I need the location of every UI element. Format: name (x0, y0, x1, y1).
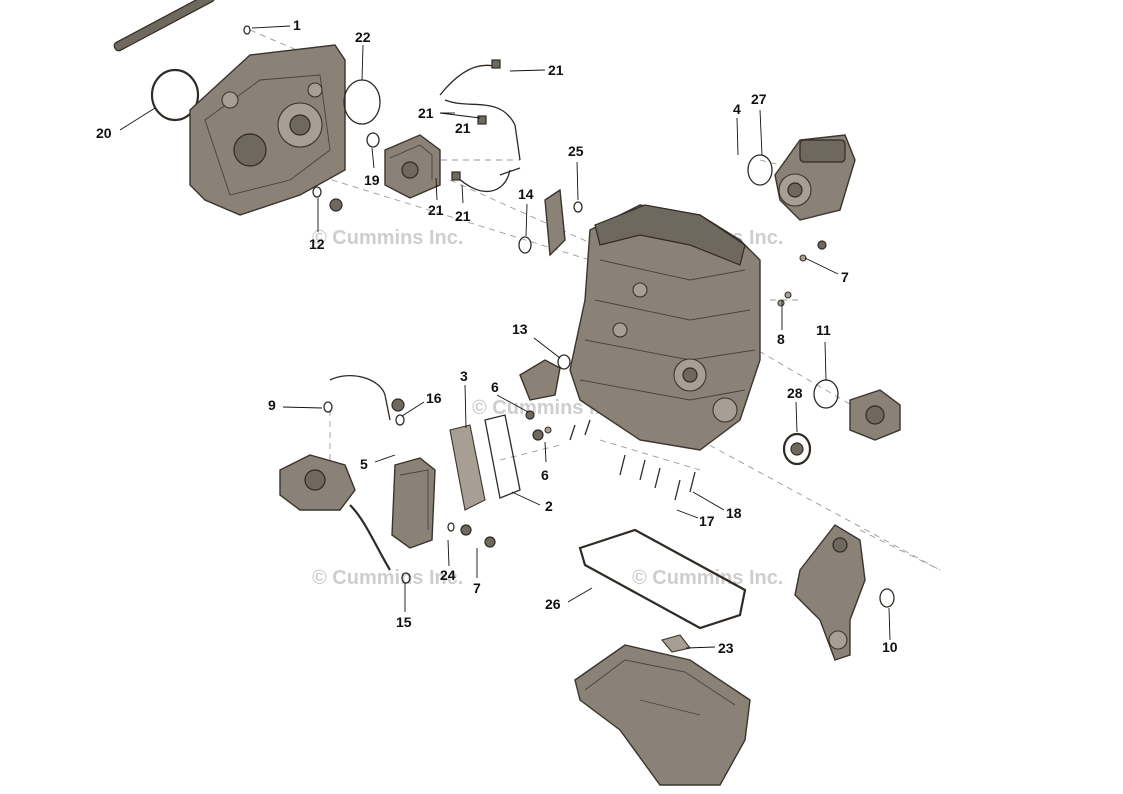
breather-bracket (518, 188, 583, 257)
callout-26: 26 (545, 596, 561, 612)
callout-10: 10 (882, 639, 898, 655)
callout-19: 19 (364, 172, 380, 188)
callout-15: 15 (396, 614, 412, 630)
callout-21: 21 (548, 62, 564, 78)
callout-7: 7 (841, 269, 849, 285)
callout-6: 6 (541, 467, 549, 483)
callout-2: 2 (545, 498, 553, 514)
housing-gasket-22 (343, 79, 381, 125)
front-bracket (794, 524, 895, 661)
callout-22: 22 (355, 29, 371, 45)
callout-14: 14 (518, 186, 534, 202)
small-fittings-right (777, 240, 827, 307)
leader-lines (119, 25, 891, 649)
callout-6: 6 (491, 379, 499, 395)
center-bracket (519, 354, 571, 441)
callout-5: 5 (360, 456, 368, 472)
callout-18: 18 (726, 505, 742, 521)
callout-7: 7 (473, 580, 481, 596)
callout-8: 8 (777, 331, 785, 347)
callout-4: 4 (733, 101, 741, 117)
oil-cooler-assembly (279, 375, 521, 584)
callout-1: 1 (293, 17, 301, 33)
watermark-5: © Cummins Inc. (632, 567, 783, 589)
callout-12: 12 (309, 236, 325, 252)
callout-3: 3 (460, 368, 468, 384)
callout-20: 20 (96, 125, 112, 141)
watermark-4: © Cummins Inc. (312, 567, 463, 589)
watermark-1: © Cummins Inc. (312, 227, 463, 249)
callout-21: 21 (428, 202, 444, 218)
callout-16: 16 (426, 390, 442, 406)
oil-pan (574, 634, 751, 786)
callout-27: 27 (751, 91, 767, 107)
oil-pan-gasket (578, 528, 747, 630)
callout-25: 25 (568, 143, 584, 159)
air-compressor (747, 134, 856, 221)
callout-21: 21 (418, 105, 434, 121)
block-bolts (569, 419, 696, 501)
engine-block (569, 204, 761, 451)
callout-23: 23 (718, 640, 734, 656)
gear-housing (113, 0, 346, 216)
fuel-lines (439, 59, 521, 192)
small-seals (243, 25, 380, 212)
fuel-pump (384, 134, 441, 199)
callout-13: 13 (512, 321, 528, 337)
callout-28: 28 (787, 385, 803, 401)
callout-11: 11 (816, 322, 831, 338)
callout-9: 9 (268, 397, 276, 413)
callout-labels: 1 22 20 19 12 21 21 21 21 21 25 14 4 27 … (96, 17, 898, 656)
callout-21: 21 (455, 120, 471, 136)
callout-17: 17 (699, 513, 715, 529)
callout-24: 24 (440, 567, 456, 583)
callout-21: 21 (455, 208, 471, 224)
